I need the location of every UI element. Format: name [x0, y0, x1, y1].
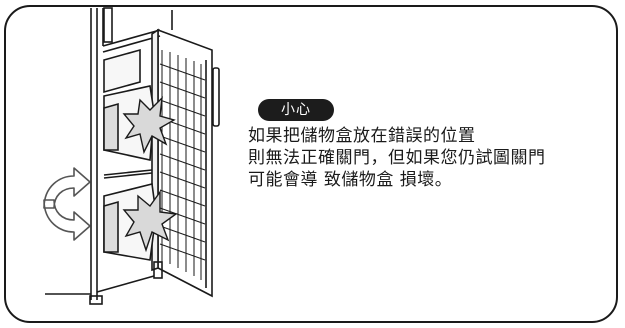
- refrigerator-body: [45, 7, 173, 305]
- caution-message: 如果把儲物盒放在錯誤的位置 則無法正確關門，但如果您仍試圖關門 可能會導 致儲物…: [248, 125, 608, 191]
- message-line: 可能會導 致儲物盒 損壞。: [248, 170, 453, 190]
- double-curved-arrow-icon: [43, 167, 91, 241]
- message-line: 則無法正確關門，但如果您仍試圖關門: [248, 148, 546, 168]
- door-foot: [96, 261, 163, 293]
- caution-panel-border: [4, 5, 618, 323]
- door-grid: [159, 50, 206, 280]
- caution-badge: 小心: [258, 99, 334, 121]
- message-line: 如果把儲物盒放在錯誤的位置: [248, 126, 476, 146]
- impact-burst-icon: [122, 96, 178, 253]
